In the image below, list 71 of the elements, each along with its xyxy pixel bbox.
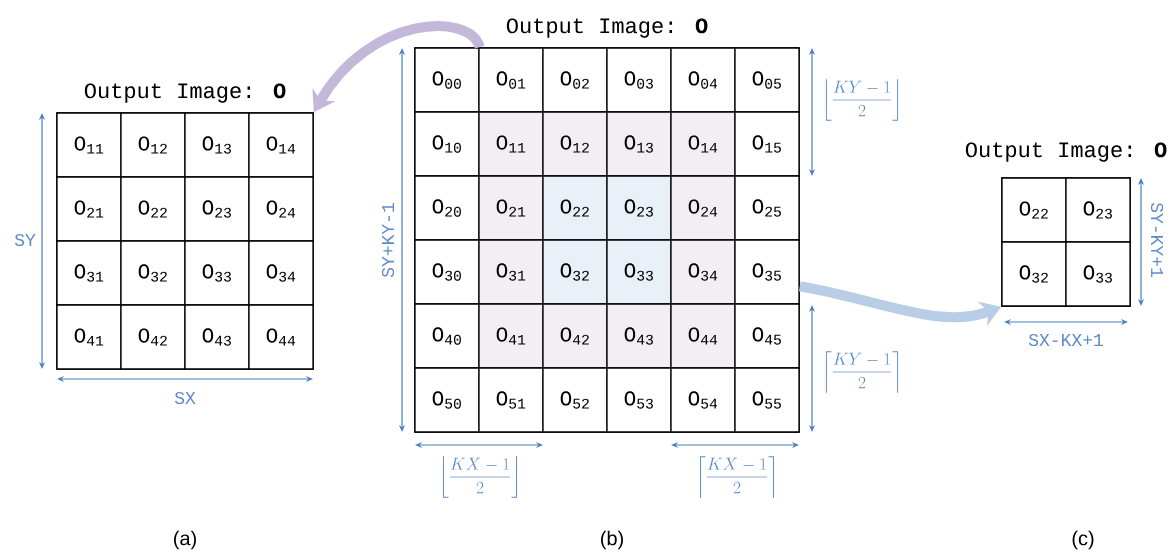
grid-cell: O$_{23}$ bbox=[606, 175, 672, 241]
grid-cell: O$_{33}$ bbox=[606, 239, 672, 305]
grid-cell: O$_{53}$ bbox=[606, 367, 672, 433]
grid-cell: O$_{20}$ bbox=[414, 175, 480, 241]
grid-cell: O$_{01}$ bbox=[478, 47, 544, 113]
grid-cell: O$_{13}$ bbox=[606, 111, 672, 177]
grid-cell: O$_{33}$ bbox=[184, 240, 250, 306]
grid-cell: O$_{15}$ bbox=[734, 111, 800, 177]
grid-cell: O$_{03}$ bbox=[606, 47, 672, 113]
grid-cell: O$_{54}$ bbox=[670, 367, 736, 433]
grid-cell: O$_{24}$ bbox=[248, 176, 314, 242]
grid-cell: O$_{14}$ bbox=[670, 111, 736, 177]
dimension-formula: $\left\lceil\frac{KX-1}{2}\right\rceil$ bbox=[700, 456, 774, 498]
grid-cell: O$_{44}$ bbox=[248, 304, 314, 370]
grid-cell: O$_{21}$ bbox=[478, 175, 544, 241]
grid-cell: O$_{40}$ bbox=[414, 303, 480, 369]
grid-cell: O$_{32}$ bbox=[1001, 241, 1067, 307]
grid-cell: O$_{31}$ bbox=[478, 239, 544, 305]
dimension-formula: $\left\lceil\frac{KY-1}{2}\right\rceil$ bbox=[825, 351, 899, 393]
grid-cell: O$_{34}$ bbox=[670, 239, 736, 305]
grid-cell: O$_{42}$ bbox=[542, 303, 608, 369]
grid-cell: O$_{12}$ bbox=[542, 111, 608, 177]
grid-cell: O$_{25}$ bbox=[734, 175, 800, 241]
grid-cell: O$_{05}$ bbox=[734, 47, 800, 113]
grid-cell: O$_{32}$ bbox=[120, 240, 186, 306]
grid-cell: O$_{30}$ bbox=[414, 239, 480, 305]
grid-cell: O$_{00}$ bbox=[414, 47, 480, 113]
panel-label: (a) bbox=[174, 530, 196, 550]
grid-cell: O$_{22}$ bbox=[120, 176, 186, 242]
grid-cell: O$_{11}$ bbox=[478, 111, 544, 177]
grid-cell: O$_{33}$ bbox=[1065, 241, 1131, 307]
grid-cell: O$_{41}$ bbox=[56, 304, 122, 370]
grid-cell: O$_{31}$ bbox=[56, 240, 122, 306]
grid-cell: O$_{12}$ bbox=[120, 112, 186, 178]
node-label: Output Image: O bbox=[506, 18, 708, 38]
grid-cell: O$_{52}$ bbox=[542, 367, 608, 433]
grid-cell: O$_{04}$ bbox=[670, 47, 736, 113]
panel-label: (b) bbox=[601, 530, 623, 550]
grid-cell: O$_{55}$ bbox=[734, 367, 800, 433]
grid-cell: O$_{10}$ bbox=[414, 111, 480, 177]
grid-cell: O$_{50}$ bbox=[414, 367, 480, 433]
dimension-formula: $\left\lfloor\frac{KY-1}{2}\right\rfloor$ bbox=[825, 79, 899, 121]
grid-cell: O$_{21}$ bbox=[56, 176, 122, 242]
grid-cell: O$_{41}$ bbox=[478, 303, 544, 369]
grid-cell: O$_{22}$ bbox=[542, 175, 608, 241]
grid-cell: O$_{14}$ bbox=[248, 112, 314, 178]
grid-cell: O$_{42}$ bbox=[120, 304, 186, 370]
grid-cell: O$_{23}$ bbox=[184, 176, 250, 242]
grid-cell: O$_{34}$ bbox=[248, 240, 314, 306]
grid-cell: O$_{24}$ bbox=[670, 175, 736, 241]
dimension-label: SY bbox=[14, 233, 36, 247]
grid-cell: O$_{35}$ bbox=[734, 239, 800, 305]
dimension-formula: $\left\lfloor\frac{KX-1}{2}\right\rfloor$ bbox=[443, 456, 517, 498]
grid-cell: O$_{45}$ bbox=[734, 303, 800, 369]
grid-cell: O$_{43}$ bbox=[606, 303, 672, 369]
grid-cell: O$_{44}$ bbox=[670, 303, 736, 369]
dimension-label: SX bbox=[174, 391, 196, 405]
grid-cell: O$_{23}$ bbox=[1065, 177, 1131, 243]
node-label: Output Image: O bbox=[84, 83, 286, 103]
dimension-label: SX-KX+1 bbox=[1028, 333, 1103, 347]
grid-cell: O$_{51}$ bbox=[478, 367, 544, 433]
grid-cell: O$_{11}$ bbox=[56, 112, 122, 178]
grid-cell: O$_{22}$ bbox=[1001, 177, 1067, 243]
grid-cell: O$_{32}$ bbox=[542, 239, 608, 305]
dimension-label: SY+KY-1 bbox=[381, 203, 395, 278]
panel-label: (c) bbox=[1072, 530, 1094, 550]
dimension-label: SY-KY+1 bbox=[1150, 202, 1164, 277]
grid-cell: O$_{43}$ bbox=[184, 304, 250, 370]
grid-cell: O$_{13}$ bbox=[184, 112, 250, 178]
grid-cell: O$_{02}$ bbox=[542, 47, 608, 113]
node-label: Output Image: O bbox=[965, 142, 1167, 162]
